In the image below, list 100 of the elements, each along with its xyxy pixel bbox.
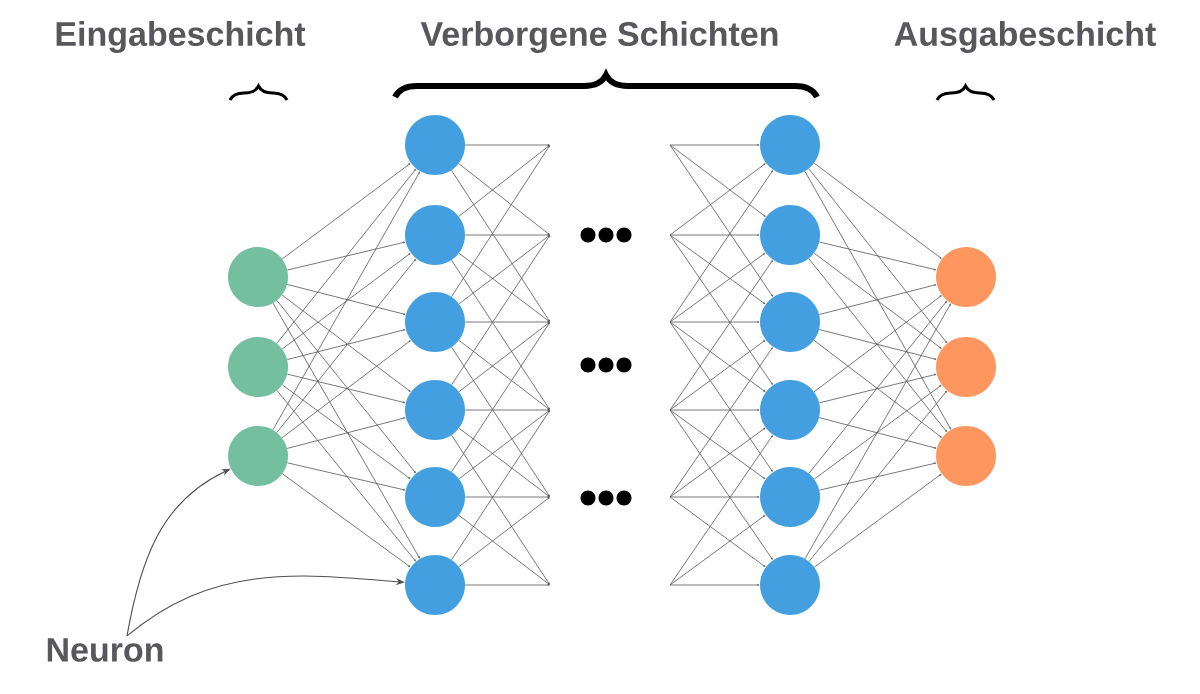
connection-arrow [813, 162, 942, 259]
connection-arrow [287, 462, 406, 491]
connection-arrow [272, 302, 420, 559]
connection-arrow [451, 169, 550, 322]
connection-arrow [813, 385, 942, 480]
neuron-circle [760, 292, 820, 352]
connection-arrow [669, 409, 760, 411]
neuron-circle [405, 467, 465, 527]
connection-arrow [813, 295, 942, 393]
connection-arrow [669, 435, 773, 586]
connection-arrow [819, 462, 937, 491]
connection-arrow [458, 235, 550, 305]
connection-arrow [669, 340, 766, 411]
neuron-circle [936, 247, 996, 307]
connection-arrow [451, 259, 550, 410]
connection-arrow [464, 409, 550, 411]
connection-arrow [669, 321, 760, 323]
connection-arrow [669, 234, 766, 305]
neuron-label: Neuron [47, 638, 163, 662]
connection-arrow [804, 303, 951, 560]
connection-arrow [458, 427, 550, 497]
connection-arrow [808, 258, 948, 433]
connection-arrow [281, 384, 411, 479]
neuron-circle [936, 426, 996, 486]
connection-arrow [813, 252, 942, 349]
connection-arrow [458, 322, 550, 393]
neuron-circle [228, 247, 288, 307]
connection-arrow [669, 584, 760, 586]
connection-arrow [669, 409, 773, 560]
connection-arrow [808, 168, 948, 344]
connection-arrow [464, 321, 550, 323]
connection-arrow [464, 496, 550, 498]
connection-arrow [669, 163, 766, 236]
neuron-circle [405, 555, 465, 615]
connection-arrow [272, 171, 420, 431]
connection-arrow [458, 145, 550, 217]
connection-arrow [669, 347, 773, 498]
layer-title: Ausgabeschicht [894, 21, 1156, 53]
connection-arrow [286, 284, 406, 315]
connection-arrow [281, 294, 411, 392]
connection-arrow [464, 234, 550, 236]
connection-arrow [669, 496, 766, 567]
connection-arrow [287, 241, 406, 271]
connection-arrow [669, 260, 773, 411]
connection-arrow [458, 339, 550, 410]
neuron-circle [228, 337, 288, 397]
connection-arrow [804, 170, 952, 430]
neuron-circle [405, 380, 465, 440]
connection-arrow [818, 329, 937, 360]
neuron-circle [936, 337, 996, 397]
connection-arrow [669, 144, 760, 146]
connection-arrow [451, 145, 550, 298]
connection-arrow [669, 170, 773, 323]
connection-arrow [286, 373, 406, 404]
connection-arrow [813, 339, 942, 438]
neuron-circle [760, 555, 820, 615]
connection-arrow [281, 163, 411, 260]
connection-arrow [669, 321, 766, 392]
connection-arrow [669, 321, 773, 472]
connection-arrow [669, 144, 773, 297]
connection-arrow [276, 390, 416, 562]
neuron-circle [760, 467, 820, 527]
connection-arrow [286, 329, 406, 360]
connection-arrow [458, 497, 550, 568]
connection-arrow [451, 346, 550, 497]
connection-arrow [276, 300, 416, 474]
connection-arrow [451, 434, 550, 585]
neuron-circle [405, 292, 465, 352]
neuron-circle [228, 426, 288, 486]
connection-arrow [669, 515, 766, 586]
layer-title: Verborgene Schichten [420, 21, 778, 53]
connection-arrow [669, 144, 766, 217]
connection-arrow [669, 234, 760, 236]
connection-arrow [669, 252, 766, 323]
connection-arrow [819, 241, 937, 271]
connection-arrow [669, 496, 760, 498]
connection-arrow [451, 322, 550, 473]
neuron-circle [760, 380, 820, 440]
neuron-circle [760, 115, 820, 175]
connection-arrow [281, 340, 411, 439]
connection-arrow [458, 252, 550, 322]
connection-arrow [808, 300, 947, 474]
connection-arrow [464, 144, 550, 146]
connection-arrow [458, 514, 550, 585]
connection-arrow [281, 253, 411, 350]
connection-arrow [808, 390, 947, 562]
connection-arrow [669, 427, 766, 498]
neuron-circle [405, 205, 465, 265]
connection-arrow [818, 284, 937, 315]
connection-arrow [464, 584, 550, 586]
connection-arrow [282, 473, 411, 568]
layer-title: Eingabeschicht [56, 21, 306, 53]
connection-arrow [286, 417, 406, 449]
connection-arrow [276, 258, 416, 433]
connection-arrow [813, 474, 942, 568]
connection-arrow [669, 409, 766, 480]
connection-arrow [276, 168, 417, 344]
connection-arrow [458, 163, 550, 235]
connection-arrow [669, 234, 773, 385]
connection-arrow [818, 417, 937, 449]
